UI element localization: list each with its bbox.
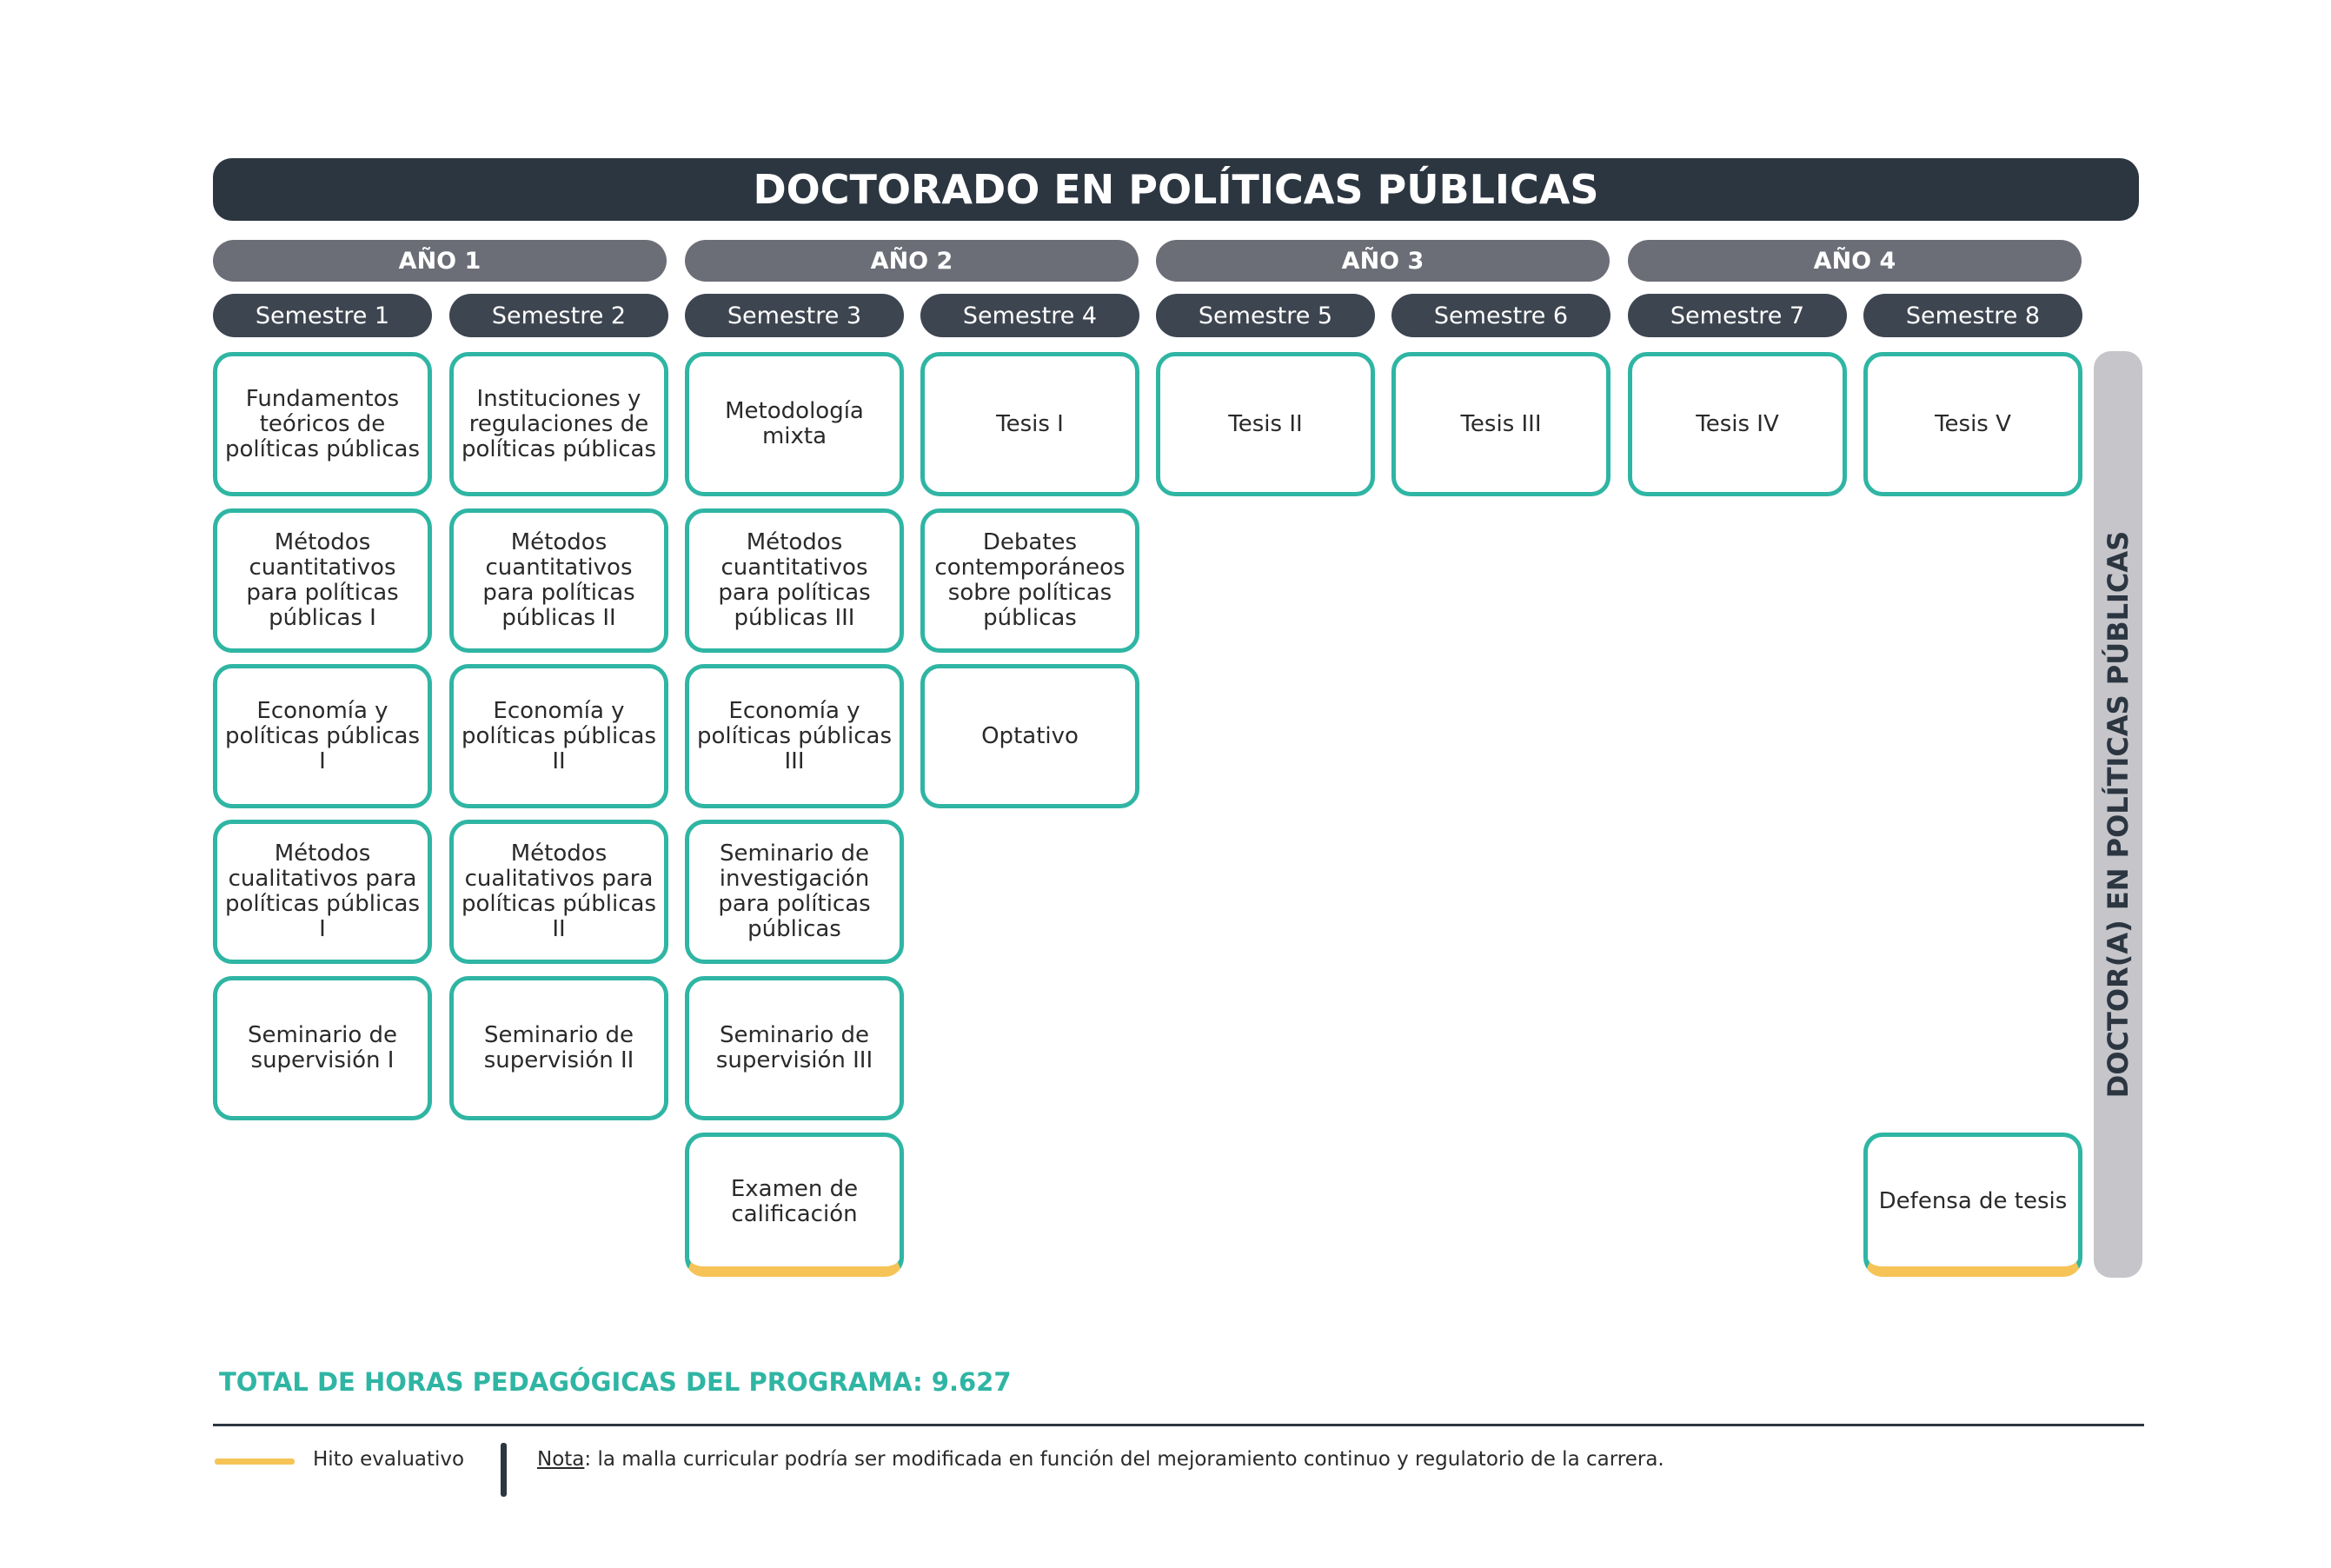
course-label: Métodos cuantitativos para políticas púb… (246, 529, 399, 631)
course-box: Fundamentos teóricos de políticas públic… (213, 352, 432, 496)
note-text: : la malla curricular podría ser modific… (584, 1448, 1664, 1471)
program-title: DOCTORADO EN POLÍTICAS PÚBLICAS (213, 158, 2139, 221)
semester-5-header: Semestre 5 (1156, 294, 1375, 337)
course-box: Debates contemporáneos sobre políticas p… (920, 508, 1139, 653)
course-label: Metodología mixta (725, 398, 864, 449)
total-hours: TOTAL DE HORAS PEDAGÓGICAS DEL PROGRAMA:… (219, 1367, 1012, 1397)
course-box: Métodos cuantitativos para políticas púb… (449, 508, 668, 653)
semester-1-header: Semestre 1 (213, 294, 432, 337)
course-box: Seminario de supervisión I (213, 976, 432, 1120)
course-label: Fundamentos teóricos de políticas públic… (224, 385, 421, 462)
course-label: Métodos cuantitativos para políticas púb… (482, 529, 635, 631)
note-label: Nota (537, 1448, 585, 1471)
semester-6-header: Semestre 6 (1391, 294, 1610, 337)
course-box: Economía y políticas públicas III (685, 664, 904, 808)
course-box: Seminario de supervisión III (685, 976, 904, 1120)
milestone-legend-swatch (215, 1458, 295, 1465)
divider (213, 1424, 2144, 1426)
semester-4-header: Semestre 4 (920, 294, 1139, 337)
course-label: Seminario de supervisión III (715, 1022, 873, 1073)
course-label: Instituciones y regulaciones de política… (461, 385, 657, 462)
course-label: Tesis I (996, 410, 1064, 437)
course-box: Métodos cualitativos para políticas públ… (213, 820, 432, 964)
course-box: Métodos cuantitativos para políticas púb… (685, 508, 904, 653)
semester-2-header: Semestre 2 (449, 294, 668, 337)
degree-label: DOCTOR(A) EN POLÍTICAS PÚBLICAS (2102, 530, 2135, 1099)
semester-3-header: Semestre 3 (685, 294, 904, 337)
footnote: Nota: la malla curricular podría ser mod… (537, 1448, 1664, 1471)
course-label: Métodos cuantitativos para políticas púb… (718, 529, 871, 631)
year-2-header: AÑO 2 (685, 240, 1139, 282)
course-label: Tesis III (1460, 410, 1542, 437)
course-box: Tesis II (1156, 352, 1375, 496)
course-box: Tesis III (1391, 352, 1610, 496)
course-box: Seminario de supervisión II (449, 976, 668, 1120)
course-label: Optativo (981, 722, 1079, 749)
course-label: Seminario de supervisión II (483, 1022, 634, 1073)
course-label: Tesis II (1228, 410, 1303, 437)
course-label: Seminario de investigación para política… (718, 840, 871, 942)
course-label: Defensa de tesis (1878, 1188, 2068, 1214)
course-box: Optativo (920, 664, 1139, 808)
course-box: Métodos cuantitativos para políticas púb… (213, 508, 432, 653)
course-box: Economía y políticas públicas II (449, 664, 668, 808)
course-box: Seminario de investigación para política… (685, 820, 904, 964)
course-label: Seminario de supervisión I (247, 1022, 398, 1073)
course-label: Tesis V (1935, 410, 2011, 437)
course-label: Economía y políticas públicas III (696, 697, 893, 774)
note-divider (501, 1443, 507, 1497)
degree-bar (2094, 351, 2142, 1278)
milestone-legend-label: Hito evaluativo (313, 1448, 465, 1471)
milestone-box: Defensa de tesis (1863, 1133, 2082, 1277)
course-label: Debates contemporáneos sobre políticas p… (934, 529, 1126, 631)
course-box: Tesis I (920, 352, 1139, 496)
course-label: Economía y políticas públicas II (461, 697, 657, 774)
course-label: Métodos cualitativos para políticas públ… (461, 840, 657, 942)
course-box: Instituciones y regulaciones de política… (449, 352, 668, 496)
semester-7-header: Semestre 7 (1628, 294, 1847, 337)
course-box: Economía y políticas públicas I (213, 664, 432, 808)
course-label: Economía y políticas públicas I (224, 697, 421, 774)
course-label: Examen de calificación (730, 1175, 859, 1227)
year-4-header: AÑO 4 (1628, 240, 2082, 282)
milestone-box: Examen de calificación (685, 1133, 904, 1277)
year-3-header: AÑO 3 (1156, 240, 1610, 282)
year-1-header: AÑO 1 (213, 240, 667, 282)
course-box: Métodos cualitativos para políticas públ… (449, 820, 668, 964)
course-box: Tesis IV (1628, 352, 1847, 496)
course-label: Tesis IV (1696, 410, 1779, 437)
course-label: Métodos cualitativos para políticas públ… (224, 840, 421, 942)
course-box: Metodología mixta (685, 352, 904, 496)
semester-8-header: Semestre 8 (1863, 294, 2082, 337)
course-box: Tesis V (1863, 352, 2082, 496)
